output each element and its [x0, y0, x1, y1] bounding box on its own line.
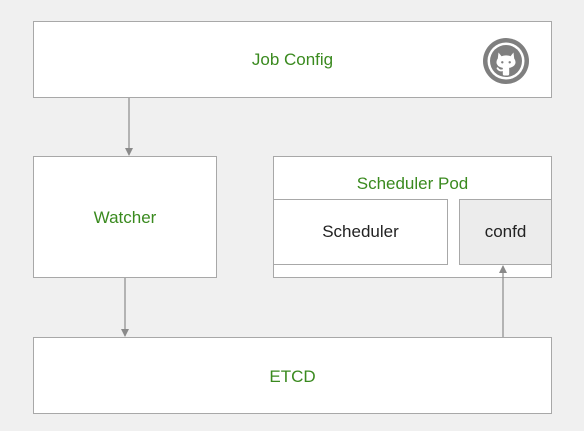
- job-config-label: Job Config: [251, 50, 334, 69]
- watcher-box: Watcher: [33, 156, 217, 278]
- confd-label: confd: [484, 222, 527, 241]
- github-octocat-icon: [483, 38, 529, 84]
- etcd-box: ETCD: [33, 337, 552, 414]
- etcd-label: ETCD: [269, 367, 316, 386]
- confd-box: confd: [459, 199, 552, 265]
- watcher-label: Watcher: [93, 208, 157, 227]
- scheduler-box: Scheduler: [273, 199, 448, 265]
- scheduler-label: Scheduler: [322, 222, 399, 241]
- scheduler-pod-label: Scheduler Pod: [356, 174, 469, 193]
- job-config-box: Job Config: [33, 21, 552, 98]
